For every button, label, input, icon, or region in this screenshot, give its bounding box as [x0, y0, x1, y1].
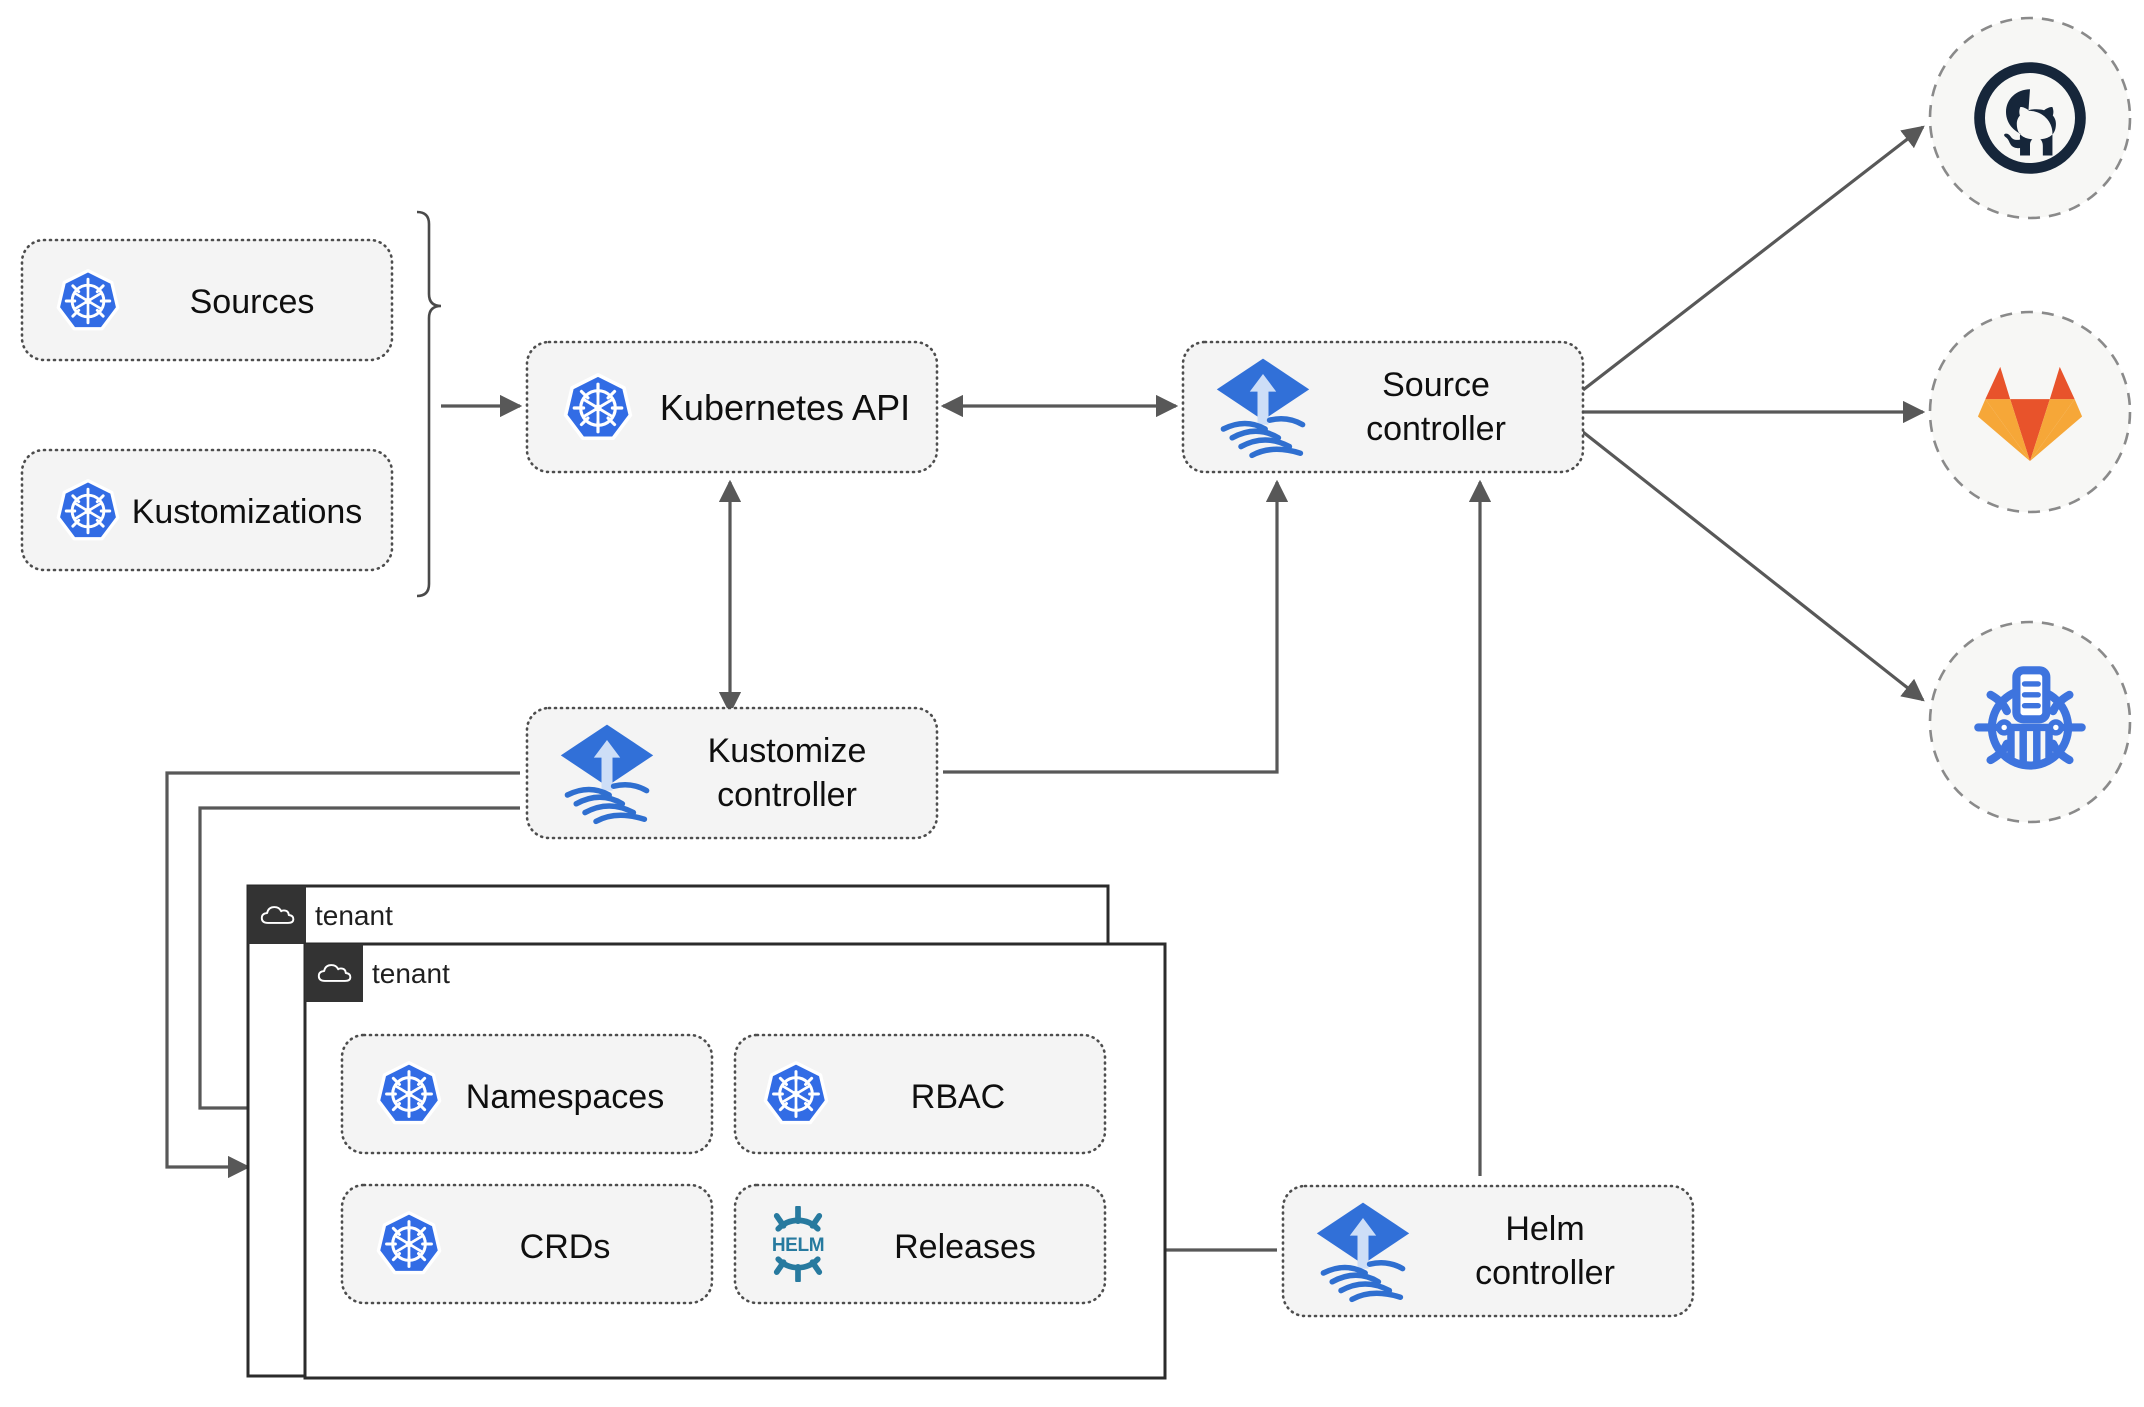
kubernetes-icon	[56, 478, 120, 541]
source-controller-label-line2: controller	[1366, 410, 1506, 448]
helm-icon	[772, 1208, 824, 1281]
node-rbac[interactable]: RBAC	[733, 1033, 1107, 1155]
kubernetes-icon	[376, 1061, 442, 1125]
node-github[interactable]	[1928, 16, 2132, 220]
crds-label: CRDs	[520, 1228, 611, 1266]
node-crds[interactable]: CRDs	[340, 1183, 714, 1305]
source-controller-label-line1: Source	[1382, 366, 1490, 404]
rbac-label: RBAC	[911, 1078, 1005, 1116]
node-kustomize-controller[interactable]: Kustomize controller	[525, 706, 939, 840]
kubernetes-icon	[376, 1211, 442, 1275]
kubernetes-icon	[763, 1061, 829, 1125]
node-helm-repository[interactable]	[1928, 620, 2132, 824]
sources-label: Sources	[190, 283, 315, 321]
kubernetes-icon	[563, 373, 633, 441]
node-sources[interactable]: Sources	[20, 238, 394, 362]
edge-source-to-github	[1582, 125, 1925, 392]
edge-kustomize-to-source	[943, 479, 1289, 774]
kustomizations-label: Kustomizations	[132, 493, 363, 531]
helm-controller-label-line1: Helm	[1505, 1210, 1584, 1248]
node-kubernetes-api[interactable]: Kubernetes API	[525, 340, 939, 474]
node-gitlab[interactable]	[1928, 310, 2132, 514]
kubernetes-api-label: Kubernetes API	[660, 387, 910, 428]
namespaces-label: Namespaces	[466, 1078, 664, 1116]
tenant-inner-label: tenant	[372, 958, 450, 989]
node-kustomizations[interactable]: Kustomizations	[20, 448, 394, 572]
group-bracket	[416, 210, 442, 598]
node-namespaces[interactable]: Namespaces	[340, 1033, 714, 1155]
node-releases[interactable]: Releases	[733, 1183, 1107, 1305]
node-source-controller[interactable]: Source controller	[1181, 340, 1585, 474]
node-helm-controller[interactable]: Helm controller	[1281, 1184, 1695, 1318]
tenant-outer-tab	[248, 886, 306, 944]
tenant-inner-body	[303, 942, 1167, 1380]
releases-label: Releases	[894, 1228, 1036, 1266]
kustomize-controller-label-line2: controller	[717, 776, 857, 814]
edge-source-to-helm-repository	[1582, 430, 1925, 702]
tenant-inner[interactable]: tenant	[303, 942, 1167, 1380]
kustomize-controller-label-line1: Kustomize	[708, 732, 867, 770]
tenant-inner-tab	[305, 944, 363, 1002]
edge-kustomize-to-tenant-1	[165, 771, 520, 1179]
tenant-outer-label: tenant	[315, 900, 393, 931]
kubernetes-icon	[56, 268, 120, 331]
helm-controller-label-line2: controller	[1475, 1254, 1615, 1292]
